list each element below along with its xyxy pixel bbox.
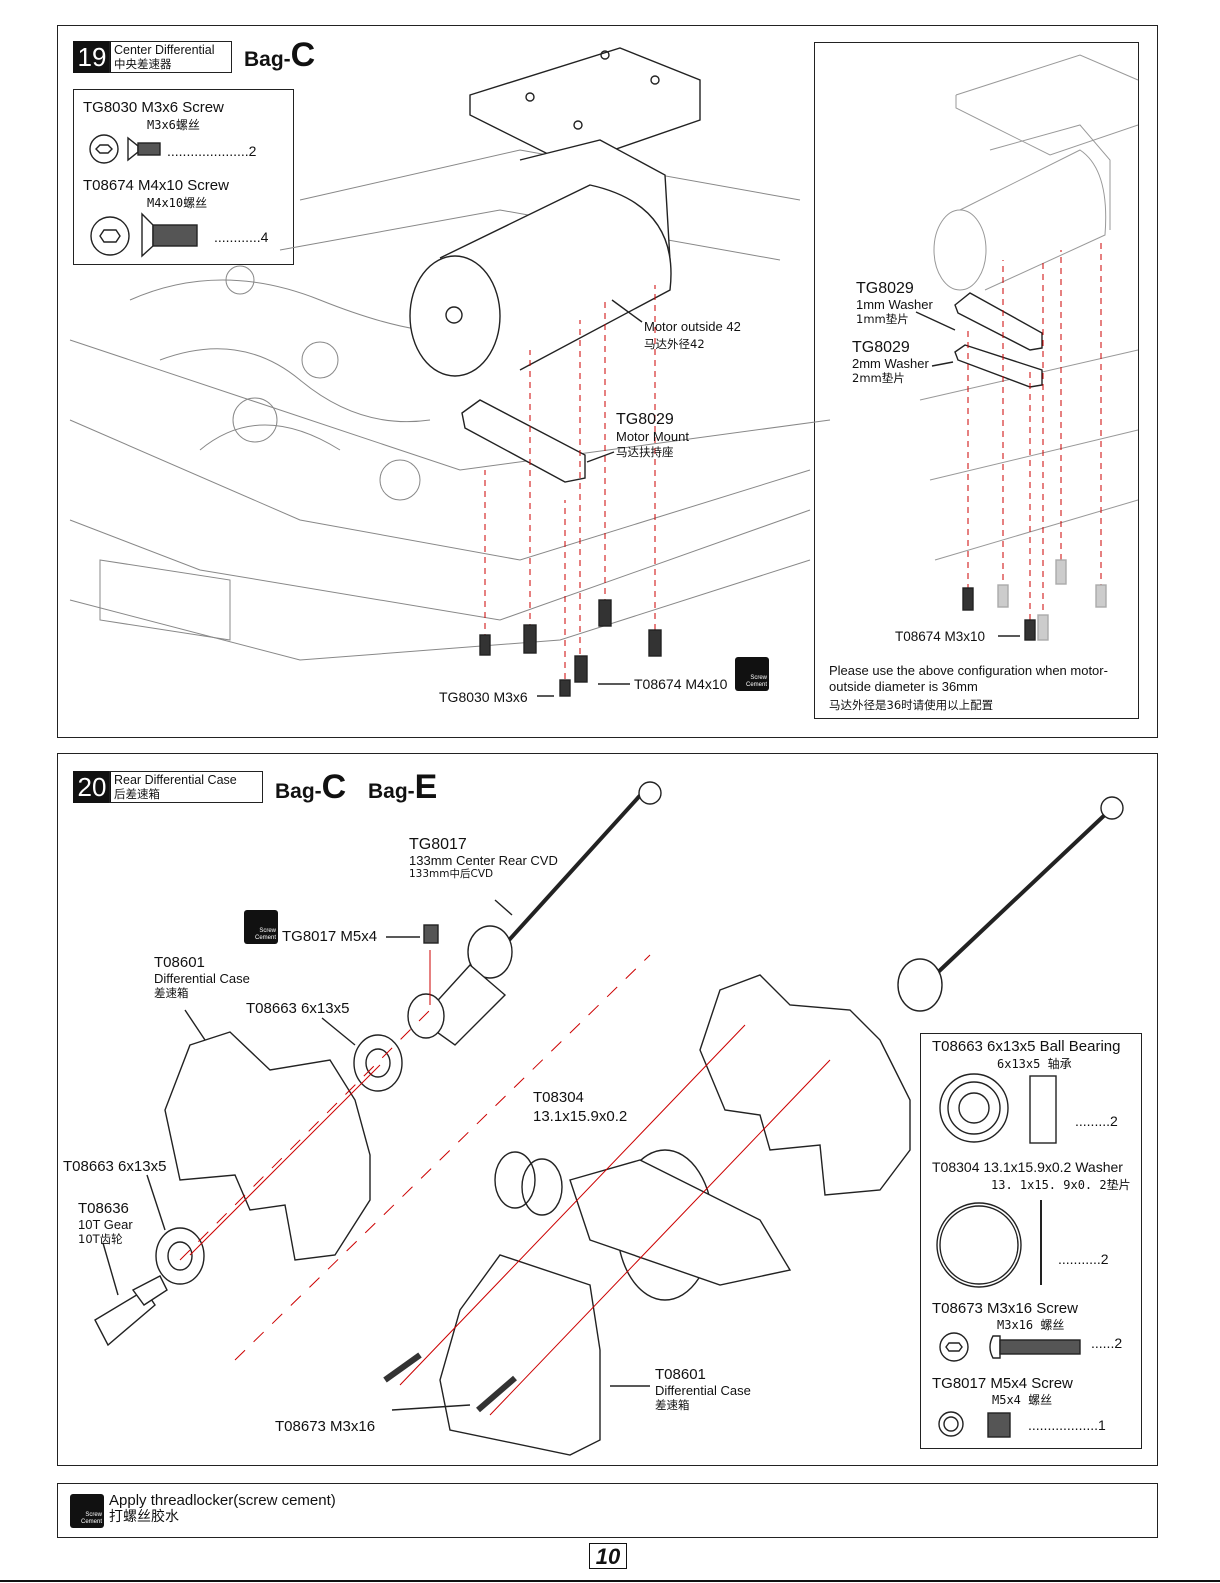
part-cn: M3x6螺丝 <box>147 118 200 132</box>
diffcase-code: T08601 <box>154 954 205 971</box>
step20-bag-e: Bag-E <box>368 768 438 806</box>
motor-mount-label-cn: 马达扶持座 <box>616 445 674 459</box>
part-qty: .....................2 <box>167 143 257 159</box>
part-code: TG8017 M5x4 Screw <box>932 1375 1073 1392</box>
cvd-code: TG8017 <box>409 836 467 853</box>
part-cn: M4x10螺丝 <box>147 196 208 210</box>
step19-title: Center Differential 中央差速器 <box>109 41 232 73</box>
step20-bag-c: Bag-C <box>275 768 347 806</box>
step20-number: 20 <box>73 771 111 803</box>
part-qty: ............4 <box>214 229 269 245</box>
washer1-code: TG8029 <box>856 280 914 297</box>
washer2-code: TG8029 <box>852 339 910 356</box>
step20-title-en: Rear Differential Case <box>114 773 237 787</box>
page-number: 10 <box>589 1543 627 1569</box>
step19-title-cn: 中央差速器 <box>114 57 172 71</box>
washer2-label-cn: 2mm垫片 <box>852 371 905 385</box>
washer-size: 13.1x15.9x0.2 <box>533 1108 628 1125</box>
part-code: TG8030 M3x6 Screw <box>83 99 224 116</box>
step19-bag: Bag-C <box>244 36 316 74</box>
part-cn: M5x4 螺丝 <box>992 1393 1053 1407</box>
cvd-label: 133mm Center Rear CVD <box>409 853 558 868</box>
part-code: T08674 M4x10 Screw <box>83 177 229 194</box>
m5x4-screw-icon <box>938 1411 1011 1438</box>
part-qty: ......2 <box>1091 1335 1123 1351</box>
m3x16-screw-icon <box>939 1332 1081 1362</box>
screw-m3x6-label: TG8030 M3x6 <box>439 689 528 705</box>
screw-cement-icon: Screw Cement <box>70 1494 104 1528</box>
inset-screw-label: T08674 M3x10 <box>895 629 986 644</box>
diffcase2-label-cn: 差速箱 <box>655 1398 690 1412</box>
motor-mount-label: Motor Mount <box>616 429 689 444</box>
part-qty: ..................1 <box>1028 1417 1106 1433</box>
step19-number: 19 <box>73 41 111 73</box>
gear-label-cn: 10T齿轮 <box>78 1232 123 1246</box>
step19-parts-box: TG8030 M3x6 Screw M3x6螺丝 ...............… <box>73 89 294 265</box>
m3x16-screw-label: T08673 M3x16 <box>275 1418 376 1435</box>
washer-code: T08304 <box>533 1089 584 1106</box>
part-cn: 6x13x5 轴承 <box>997 1057 1072 1071</box>
step20-title-cn: 后差速箱 <box>114 787 160 801</box>
footer-panel <box>57 1483 1158 1538</box>
cvd-label-cn: 133mm中后CVD <box>409 868 494 880</box>
threadlocker-note: Apply threadlocker(screw cement) <box>109 1492 336 1509</box>
step19-inset <box>814 42 1139 719</box>
part-cn: M3x16 螺丝 <box>997 1318 1065 1332</box>
screw-cement-icon: Screw Cement <box>735 657 769 691</box>
bottom-rule <box>0 1580 1220 1582</box>
part-qty: ...........2 <box>1058 1251 1109 1267</box>
diffcase-label-cn: 差速箱 <box>154 986 189 1000</box>
step19-title-en: Center Differential <box>114 43 215 57</box>
step20-panel <box>57 753 1158 1466</box>
gear-code: T08636 <box>78 1200 129 1217</box>
motor-mount-code: TG8029 <box>616 411 674 428</box>
bearing2-label: T08663 6x13x5 <box>63 1158 167 1175</box>
gear-label: 10T Gear <box>78 1217 133 1232</box>
washer-icon <box>936 1200 1042 1288</box>
washer1-label-cn: 1mm垫片 <box>856 312 909 326</box>
part-code: T08663 6x13x5 Ball Bearing <box>932 1038 1121 1055</box>
m3x6-screw-icon <box>89 134 161 164</box>
motor-outside-label: Motor outside 42 <box>644 319 741 334</box>
washer1-label: 1mm Washer <box>856 297 933 312</box>
diffcase-label: Differential Case <box>154 971 250 986</box>
screw-m4x10-label: T08674 M4x10 <box>634 676 728 692</box>
inset-note: Please use the above configuration when … <box>829 663 1108 694</box>
step19-panel <box>57 25 1158 738</box>
diffcase2-code: T08601 <box>655 1366 706 1383</box>
bearing1-label: T08663 6x13x5 <box>246 1000 350 1017</box>
part-cn: 13. 1x15. 9x0. 2垫片 <box>991 1178 1131 1192</box>
m4x10-screw-icon <box>90 212 198 258</box>
part-code: T08673 M3x16 Screw <box>932 1300 1078 1317</box>
bearing-icon <box>939 1073 1057 1144</box>
screw-cement-icon: Screw Cement <box>244 910 278 944</box>
step20-title: Rear Differential Case 后差速箱 <box>109 771 263 803</box>
part-code: T08304 13.1x15.9x0.2 Washer <box>932 1159 1123 1175</box>
washer2-label: 2mm Washer <box>852 356 929 371</box>
part-qty: .........2 <box>1075 1113 1118 1129</box>
inset-note-cn: 马达外径是36时请使用以上配置 <box>829 698 994 712</box>
grub-screw-label: TG8017 M5x4 <box>282 928 378 945</box>
step20-parts-box: T08663 6x13x5 Ball Bearing 6x13x5 轴承 ...… <box>920 1033 1142 1449</box>
motor-outside-label-cn: 马达外径42 <box>644 337 705 351</box>
diffcase2-label: Differential Case <box>655 1383 751 1398</box>
threadlocker-note-cn: 打螺丝胶水 <box>109 1509 179 1525</box>
